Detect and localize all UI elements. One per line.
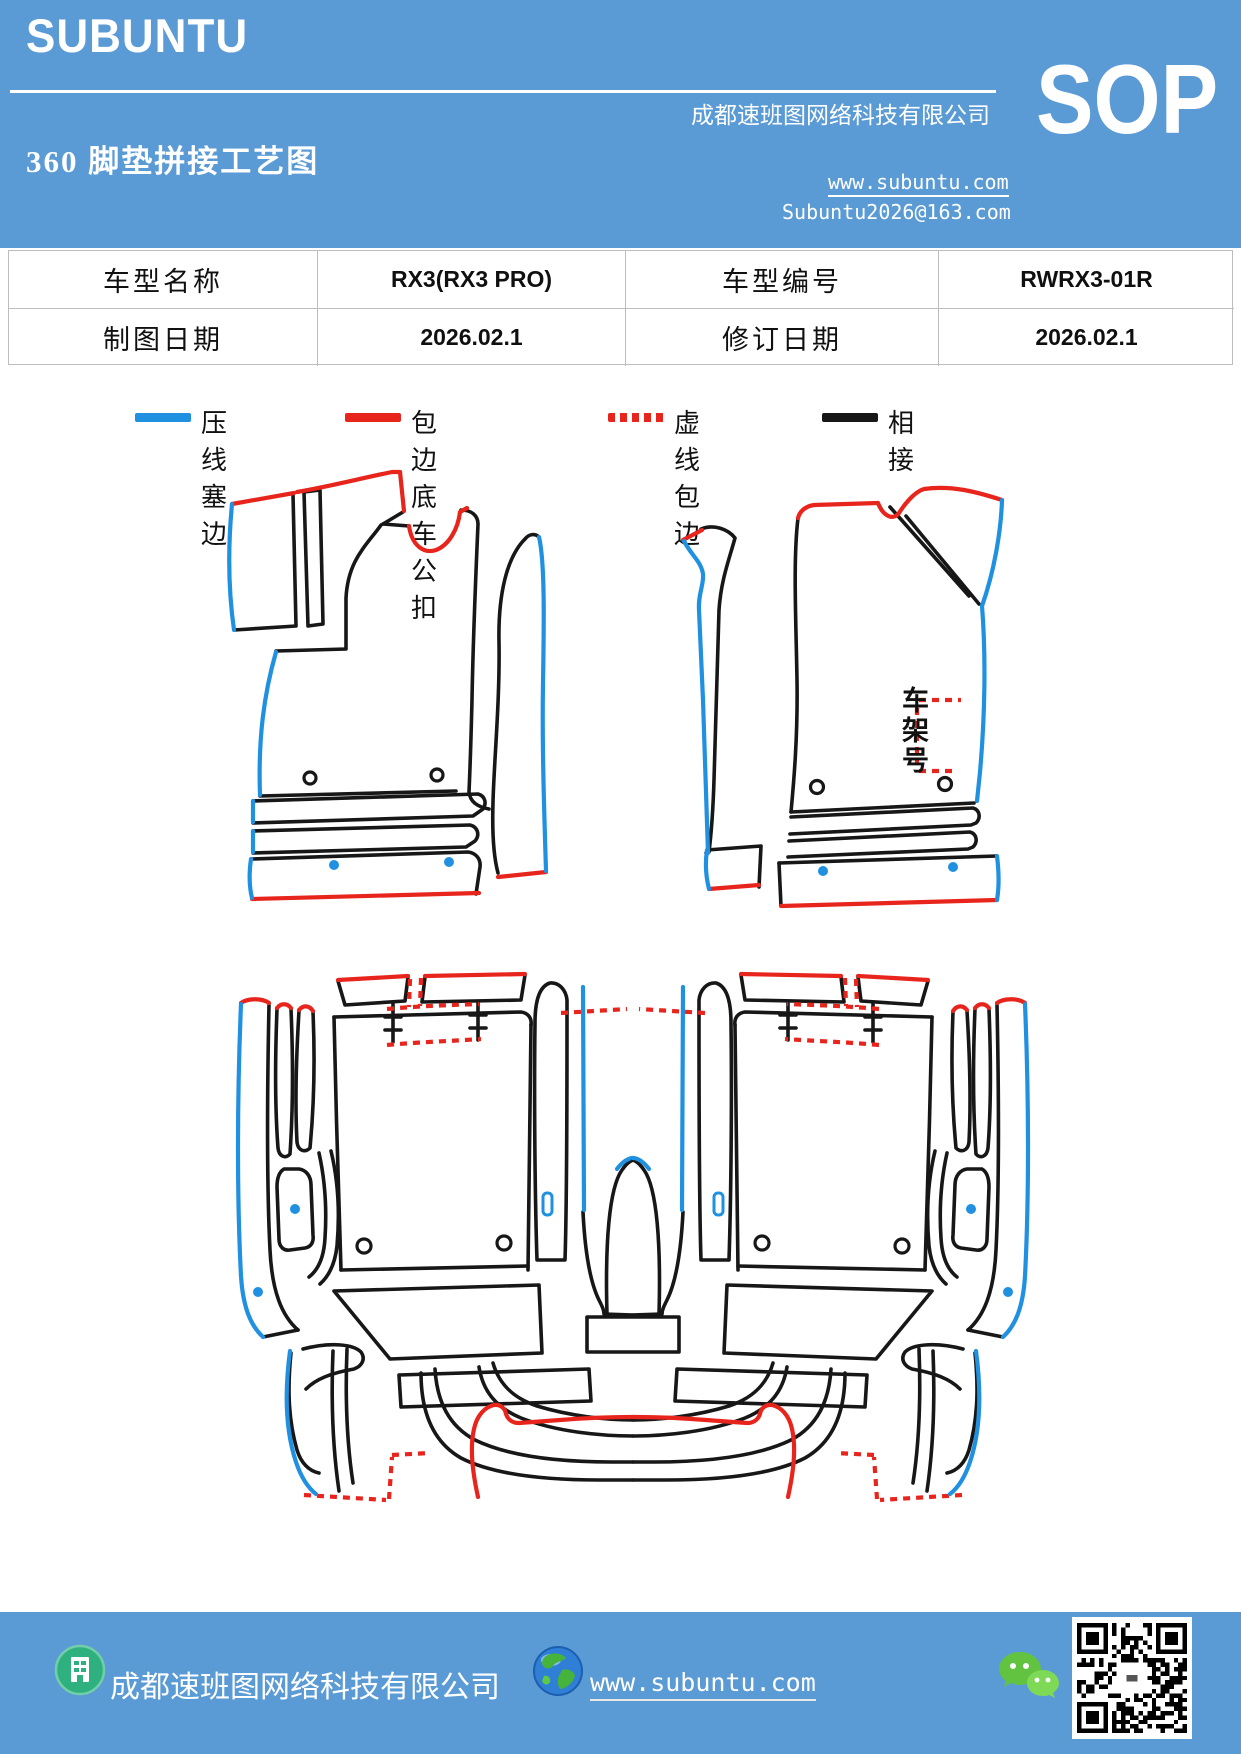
model-name-value: RX3(RX3 PRO) xyxy=(390,266,553,292)
footer-website-link[interactable]: www.subuntu.com xyxy=(590,1668,816,1701)
draw-date-label: 制图日期 xyxy=(103,325,223,355)
blue-press-lines xyxy=(681,497,1005,903)
blue-line-swatch xyxy=(135,413,191,422)
wechat-icon xyxy=(999,1652,1059,1698)
table-cell-model-label: 车型名称 xyxy=(9,251,318,309)
model-name-label: 车型名称 xyxy=(103,267,223,297)
table-cell-code-value: RWRX3-01R xyxy=(939,251,1234,309)
red-binding-lines xyxy=(229,469,549,902)
front-left-mat-diagram xyxy=(227,469,549,902)
table-cell-revdate-value: 2026.02.1 xyxy=(939,309,1234,366)
model-code-value: RWRX3-01R xyxy=(1020,266,1153,292)
legend-label: 压线塞边 xyxy=(201,409,228,549)
brand-logo: SUBUNTU xyxy=(26,10,249,63)
globe-icon xyxy=(533,1646,583,1696)
header-website-link[interactable]: www.subuntu.com xyxy=(828,170,1009,197)
revision-date-value: 2026.02.1 xyxy=(1035,324,1138,350)
page-title: 360 脚垫拼接工艺图 xyxy=(26,144,320,179)
center-small-mat xyxy=(585,1315,681,1354)
header-company-name: 成都速班图网络科技有限公司 xyxy=(691,103,990,128)
vehicle-info-table: 车型名称 RX3(RX3 PRO) 车型编号 RWRX3-01R 制图日期 20… xyxy=(8,250,1234,366)
table-cell-drawdate-value: 2026.02.1 xyxy=(318,309,626,366)
black-joint-lines xyxy=(232,488,541,896)
black-joint-lines xyxy=(699,505,999,908)
table-cell-drawdate-label: 制图日期 xyxy=(9,309,318,366)
red-line-swatch xyxy=(345,413,401,422)
sop-mark: SOP xyxy=(1036,44,1219,154)
red-dashed-swatch xyxy=(608,413,664,422)
rear-mat-set-diagram xyxy=(185,960,1085,1520)
draw-date-value: 2026.02.1 xyxy=(420,324,523,350)
table-cell-code-label: 车型编号 xyxy=(626,251,939,309)
qr-code-pattern xyxy=(1077,1623,1187,1733)
header-divider xyxy=(10,90,996,93)
footer-company-name: 成都速班图网络科技有限公司 xyxy=(110,1671,500,1704)
vin-label: 车架号 xyxy=(898,686,928,776)
table-cell-model-value: RX3(RX3 PRO) xyxy=(318,251,626,309)
qr-code xyxy=(1072,1617,1192,1739)
legend-label: 虚线包边 xyxy=(674,409,701,549)
table-cell-revdate-label: 修订日期 xyxy=(626,309,939,366)
company-badge-icon xyxy=(54,1644,106,1696)
red-binding-lines xyxy=(680,485,1005,909)
revision-date-label: 修订日期 xyxy=(722,325,842,355)
black-line-swatch xyxy=(822,413,878,422)
legend-label: 相接 xyxy=(888,409,915,475)
header-email-link[interactable]: Subuntu2026@163.com xyxy=(782,200,1011,224)
front-right-mat-diagram xyxy=(680,485,1005,909)
blue-press-lines xyxy=(227,501,549,901)
line-legend: 压线塞边 包边底车公扣 虚线包边 相接 xyxy=(0,400,1241,623)
rear-set-right-half xyxy=(633,974,1028,1500)
rear-set-left-half xyxy=(238,974,633,1500)
legend-label: 包边底车公扣 xyxy=(411,409,438,623)
header-banner: SUBUNTU 成都速班图网络科技有限公司 360 脚垫拼接工艺图 www.su… xyxy=(0,0,1241,248)
model-code-label: 车型编号 xyxy=(722,267,842,297)
